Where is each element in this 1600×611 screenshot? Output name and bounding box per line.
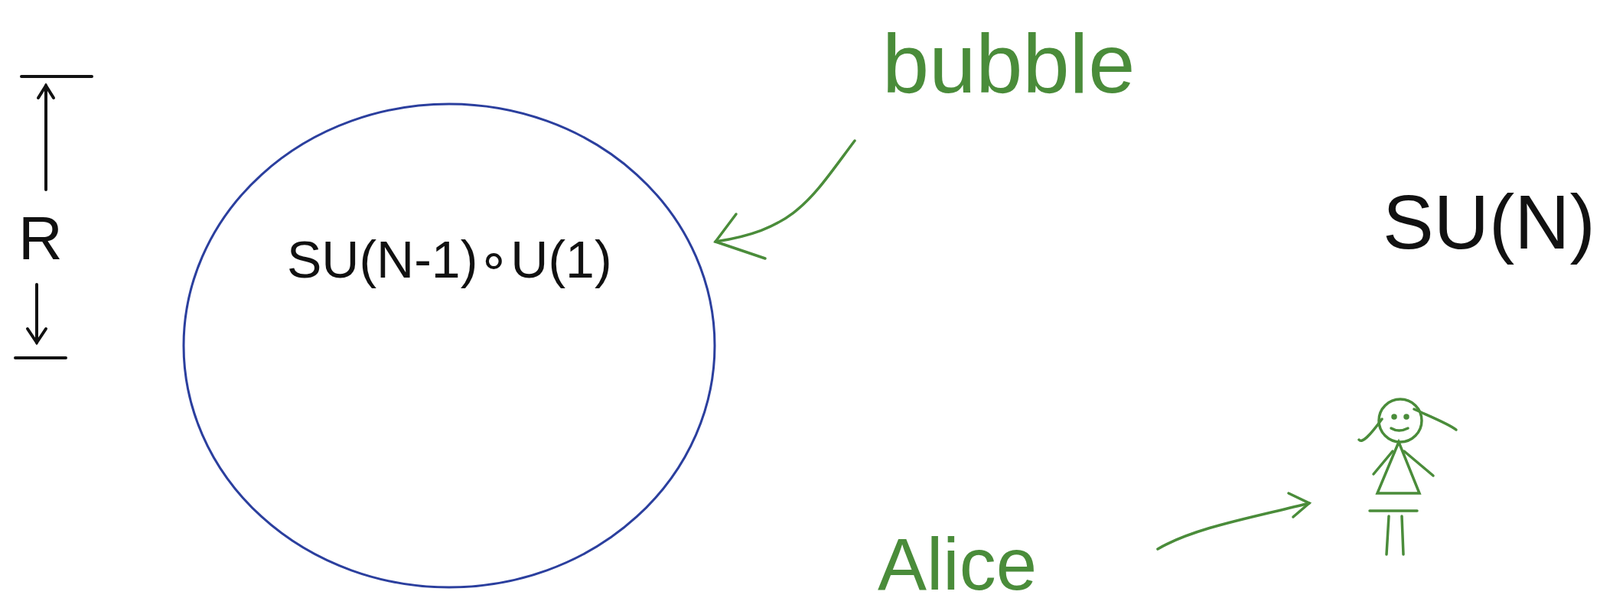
group-label: SU(N-1)∘U(1)	[286, 233, 613, 286]
callout-label: bubble	[882, 21, 1135, 106]
leader-arrow	[1157, 493, 1310, 550]
leader-arrow	[715, 140, 855, 259]
stick-figure	[1358, 399, 1457, 555]
bubble-outline	[181, 101, 717, 590]
dimension-marker	[15, 76, 92, 359]
dimension-label: R	[18, 208, 63, 270]
callout-label: Alice	[877, 527, 1037, 602]
group-label: SU(N)	[1382, 183, 1596, 261]
bubble-circle: SU(N-1)∘U(1)	[181, 101, 717, 590]
